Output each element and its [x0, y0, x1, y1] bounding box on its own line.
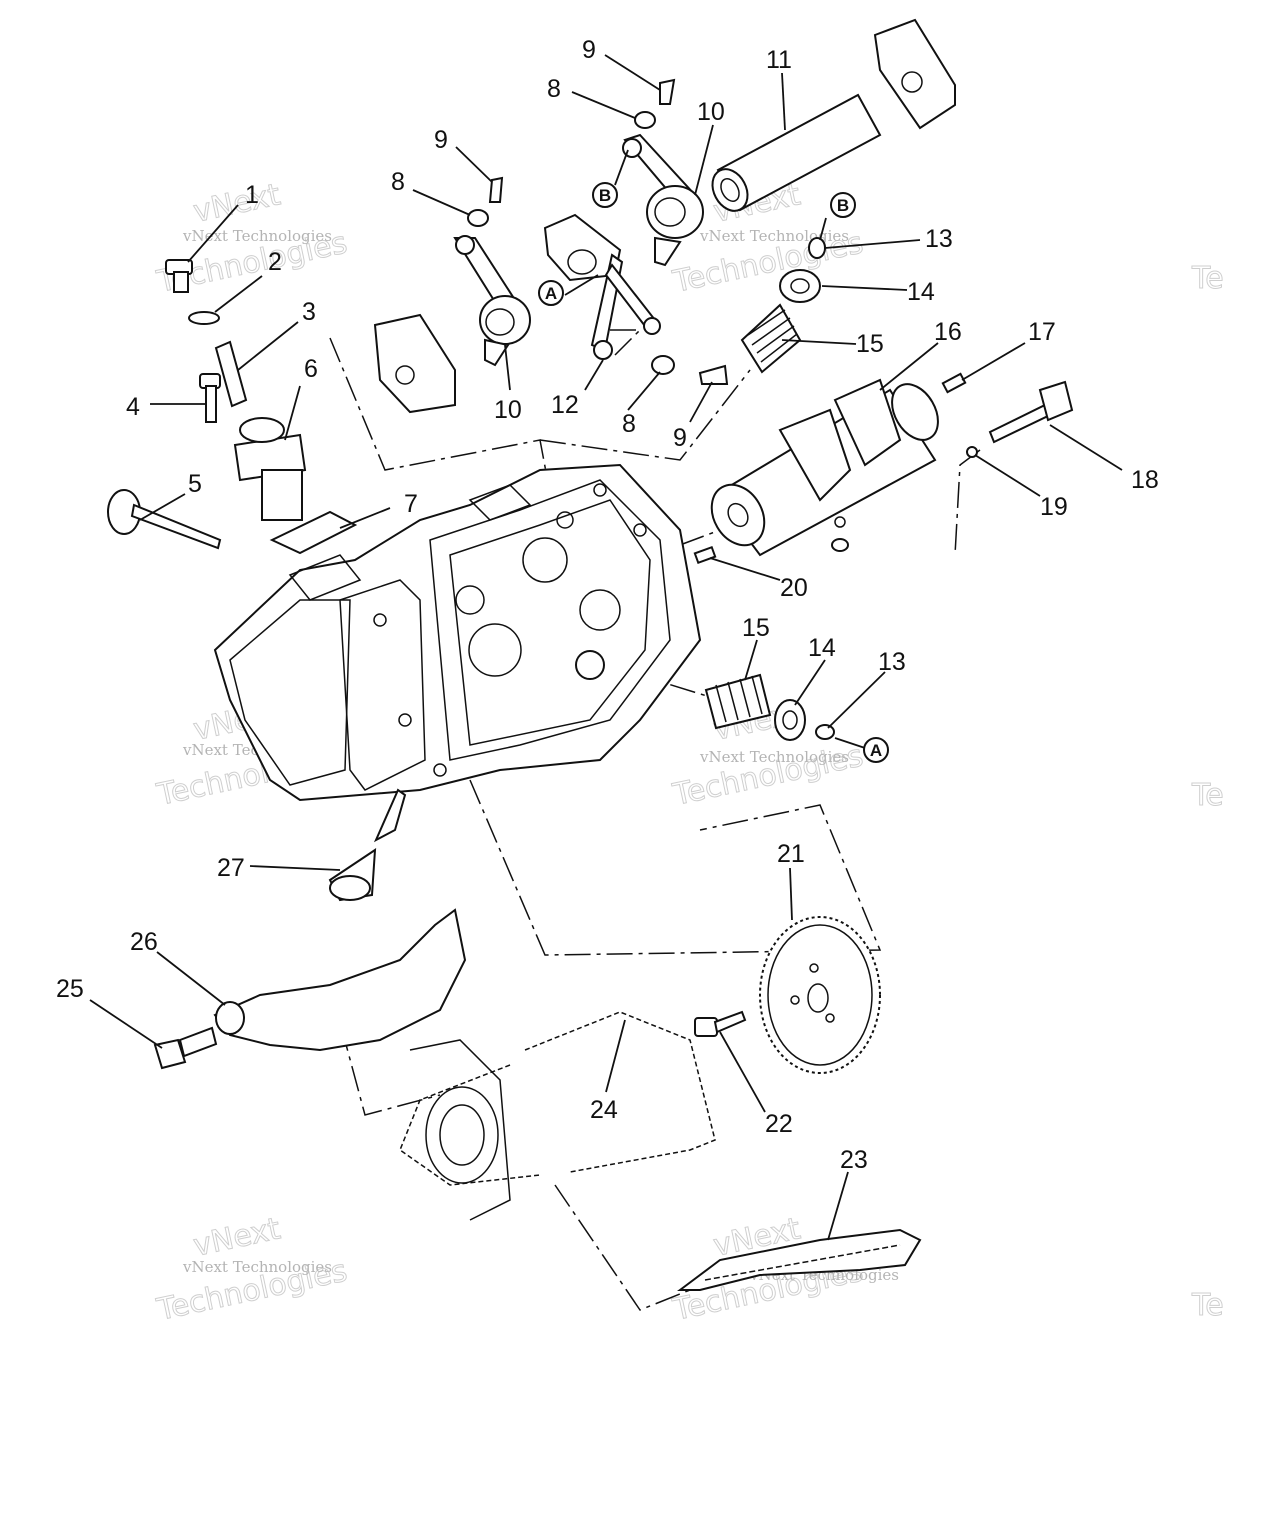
part-6-tensioner-housing [233, 417, 307, 521]
part-9-screw-top [659, 78, 676, 105]
svg-text:B: B [599, 186, 611, 205]
part-8-nut-left [467, 209, 489, 227]
callout-13-top: 13 [925, 225, 953, 253]
part-20-dowel [693, 545, 717, 565]
part-15-spring-bottom [704, 673, 772, 730]
callout-16: 16 [934, 318, 962, 346]
marker-a-keeper: A [863, 737, 889, 763]
svg-text:A: A [870, 741, 882, 760]
callout-14-top: 14 [907, 278, 935, 306]
part-8-nut-mid [651, 355, 675, 375]
part-8-nut-top [634, 111, 656, 129]
svg-text:A: A [545, 284, 557, 303]
callout-1: 1 [245, 181, 259, 209]
part-15-spring-top [740, 303, 802, 374]
marker-a-rocker: A [538, 280, 564, 306]
watermark-edge-2: Te [1191, 778, 1224, 813]
part-21-cam-sprocket [759, 916, 881, 1074]
callout-2: 2 [268, 248, 282, 276]
callout-8-top: 8 [547, 75, 561, 103]
watermark-bottom-left: vNext vNext Technologies Technologies [153, 1211, 351, 1329]
part-1-plug [165, 259, 193, 293]
callout-24: 24 [590, 1096, 618, 1124]
watermark-top-right: vNext vNext Technologies Technologies [669, 177, 867, 301]
watermark-edge-3: Te [1191, 1288, 1224, 1323]
callout-27: 27 [217, 854, 245, 882]
callout-9-left: 9 [434, 126, 448, 154]
callout-4: 4 [126, 393, 140, 421]
part-9-screw-left [488, 176, 504, 203]
part-25-bolt [153, 1026, 218, 1070]
watermark-edge-1: Te [1191, 261, 1224, 296]
callout-5: 5 [188, 470, 202, 498]
part-10-rocker-arm-left [453, 235, 531, 367]
part-16-camshaft [710, 378, 939, 557]
part-18-cam-bolt [988, 380, 1074, 444]
cam-bracket-right [873, 18, 956, 130]
callout-13-bottom: 13 [878, 648, 906, 676]
callout-numbers: 1 2 3 4 5 6 7 8 8 8 9 9 9 10 10 11 12 13… [56, 36, 1159, 1174]
callout-8-left: 8 [391, 168, 405, 196]
callout-15-top: 15 [856, 330, 884, 358]
part-14-retainer-bottom [774, 699, 806, 741]
svg-text:B: B [837, 196, 849, 215]
part-13-keeper-top [808, 237, 826, 259]
callout-26: 26 [130, 928, 158, 956]
callout-9-mid: 9 [673, 424, 687, 452]
callout-12: 12 [551, 391, 579, 419]
callout-10-top: 10 [697, 98, 725, 126]
callout-20: 20 [780, 574, 808, 602]
svg-text:vNext: vNext [190, 1211, 283, 1264]
callout-11: 11 [766, 46, 792, 74]
callout-21: 21 [777, 840, 805, 868]
callout-10-left: 10 [494, 396, 522, 424]
crank-sprocket [409, 1039, 511, 1221]
part-19-clip [966, 446, 978, 458]
part-23-chain-guide [677, 1228, 922, 1291]
part-4-bolt [199, 373, 221, 423]
callout-23: 23 [840, 1146, 868, 1174]
callout-15-bottom: 15 [742, 614, 770, 642]
svg-text:vNext: vNext [190, 177, 283, 230]
part-26-tensioner-blade [213, 908, 467, 1052]
svg-text:vNext Technologies: vNext Technologies [699, 748, 849, 766]
callout-6: 6 [304, 355, 318, 383]
svg-text:vNext Technologies: vNext Technologies [182, 227, 332, 245]
cam-bracket-right-hole [901, 71, 923, 93]
callout-22: 22 [765, 1110, 793, 1138]
svg-text:vNext Technologies: vNext Technologies [182, 1258, 332, 1276]
part-17-pin [941, 372, 967, 394]
callout-25: 25 [56, 975, 84, 1003]
callout-3: 3 [302, 298, 316, 326]
marker-b-top-left: B [592, 182, 618, 208]
callout-17: 17 [1028, 318, 1056, 346]
cam-bracket-left [373, 313, 456, 414]
part-9-screw-mid [698, 364, 729, 385]
part-13-keeper-bottom [815, 724, 835, 740]
cylinder-head [213, 463, 702, 802]
part-10-rocker-arm-right [622, 133, 704, 267]
leader-lines [89, 54, 1123, 1241]
callout-18: 18 [1131, 466, 1159, 494]
cam-bracket-left-hole [395, 365, 415, 385]
callout-8-mid: 8 [622, 410, 636, 438]
part-27-exhaust-valve [328, 788, 407, 902]
part-5-intake-valve [107, 489, 222, 550]
marker-b-top-right: B [830, 192, 856, 218]
part-24-timing-chain [399, 1011, 716, 1186]
part-11-rocker-shaft [711, 93, 882, 212]
part-3-stud [214, 340, 248, 408]
callout-19: 19 [1040, 493, 1068, 521]
part-12-rocker-arm [543, 213, 661, 360]
part-2-washer [188, 311, 220, 325]
part-22-sprocket-bolt [694, 1010, 747, 1037]
callout-9-top: 9 [582, 36, 596, 64]
callout-7: 7 [404, 490, 418, 518]
callout-14-bottom: 14 [808, 634, 836, 662]
part-14-retainer-top [779, 269, 821, 303]
part-7-gasket [269, 510, 358, 555]
